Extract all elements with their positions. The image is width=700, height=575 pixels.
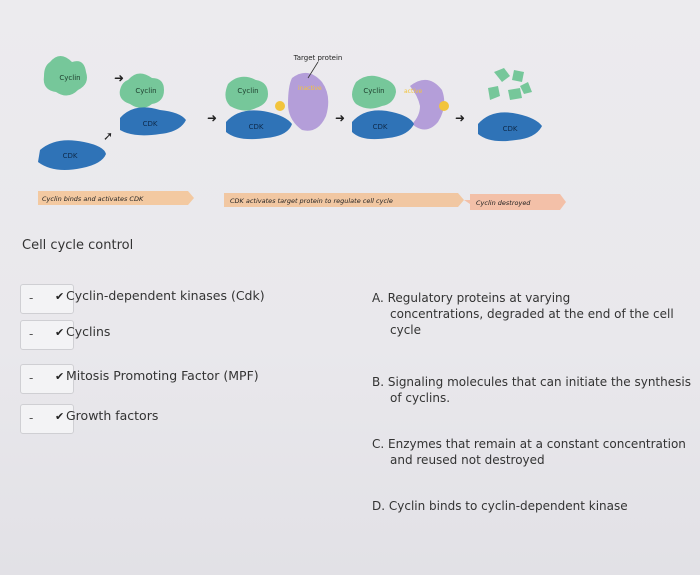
chevron-down-icon: ✔ — [55, 326, 65, 339]
svg-text:Target protein: Target protein — [293, 54, 343, 62]
answer-select[interactable]: - ✔ — [20, 284, 74, 314]
stage-banner-3: Cyclin destroyed — [464, 194, 566, 210]
arrow-icon: ➜ — [335, 111, 345, 125]
cdk-shape: CDK — [120, 107, 186, 136]
svg-text:CDK: CDK — [63, 152, 78, 160]
chevron-down-icon: ✔ — [55, 370, 65, 383]
cell-cycle-diagram: Cyclin ➜ Cyclin CDK ➚ CDK ➜ inactive Cyc… — [0, 0, 700, 230]
cyclin-fragments — [488, 68, 532, 100]
term-row: - ✔ Mitosis Promoting Factor (MPF) — [20, 364, 320, 394]
term-label: Mitosis Promoting Factor (MPF) — [66, 368, 259, 383]
option-d: D. Cyclin binds to cyclin-dependent kina… — [372, 499, 628, 513]
term-row: - ✔ Cyclins — [20, 320, 320, 350]
arrow-icon: ➚ — [103, 129, 113, 143]
answer-select[interactable]: - ✔ — [20, 364, 74, 394]
chevron-down-icon: ✔ — [55, 410, 65, 423]
stage-banner-2: CDK activates target protein to regulate… — [224, 193, 464, 207]
arrow-icon: ➜ — [207, 111, 217, 125]
svg-text:Cyclin: Cyclin — [135, 87, 156, 95]
svg-text:CDK: CDK — [503, 125, 518, 133]
svg-text:Cyclin: Cyclin — [363, 87, 384, 95]
svg-text:Cyclin destroyed: Cyclin destroyed — [476, 199, 531, 207]
cyclin-shape: Cyclin — [119, 73, 164, 108]
svg-text:active: active — [404, 88, 423, 95]
cyclin-shape: Cyclin — [43, 56, 87, 96]
arrow-icon: ➜ — [114, 71, 124, 85]
svg-text:Cyclin binds and activates CDK: Cyclin binds and activates CDK — [42, 195, 144, 203]
section-title: Cell cycle control — [22, 238, 134, 253]
term-row: - ✔ Cyclin-dependent kinases (Cdk) — [20, 284, 320, 314]
svg-text:CDK: CDK — [373, 123, 388, 131]
option-a: A. Regulatory proteins at varying concen… — [372, 291, 674, 337]
stage-banner-1: Cyclin binds and activates CDK — [38, 191, 194, 205]
svg-text:CDK: CDK — [143, 120, 158, 128]
cyclin-cdk-inactive-complex: inactive Cyclin CDK — [225, 72, 329, 140]
svg-text:CDK activates target protein t: CDK activates target protein to regulate… — [230, 197, 393, 205]
cdk-shape: CDK — [38, 140, 106, 170]
svg-text:Cyclin: Cyclin — [59, 74, 80, 82]
option-b: B. Signaling molecules that can initiate… — [372, 375, 691, 405]
chevron-down-icon: ✔ — [55, 290, 65, 303]
term-label: Cyclin-dependent kinases (Cdk) — [66, 288, 265, 303]
cyclin-cdk-active-complex: active Cyclin CDK — [352, 75, 449, 140]
term-label: Cyclins — [66, 324, 111, 339]
svg-text:CDK: CDK — [249, 123, 264, 131]
answer-select[interactable]: - ✔ — [20, 404, 74, 434]
option-c: C. Enzymes that remain at a constant con… — [372, 437, 686, 467]
svg-text:inactive: inactive — [298, 85, 322, 92]
term-label: Growth factors — [66, 408, 159, 423]
term-row: - ✔ Growth factors — [20, 404, 320, 434]
svg-text:Cyclin: Cyclin — [237, 87, 258, 95]
arrow-icon: ➜ — [455, 111, 465, 125]
answer-select[interactable]: - ✔ — [20, 320, 74, 350]
cdk-shape: CDK — [478, 112, 542, 142]
